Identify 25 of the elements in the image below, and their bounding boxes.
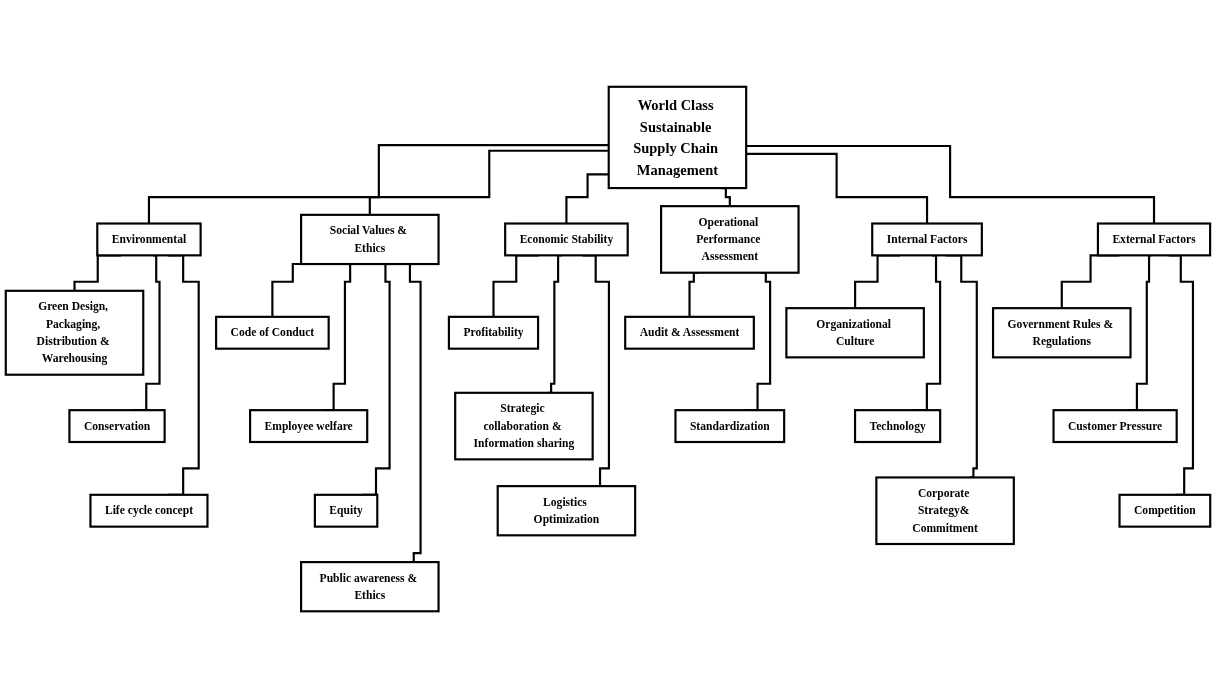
node-box: World Class Sustainable Supply Chain Management: [607, 85, 748, 190]
node-box: Code of Conduct: [215, 315, 330, 350]
node-box: Green Design, Packaging, Distribution & Warehousing: [4, 289, 145, 376]
node-box: Strategic collaboration & Information sharing: [454, 391, 594, 461]
node-box: Competition: [1118, 493, 1212, 528]
node-box: Conservation: [68, 409, 166, 444]
node-box: Customer Pressure: [1052, 409, 1178, 444]
node-box: Corporate Strategy& Commitment: [875, 476, 1015, 546]
node-box: External Factors: [1096, 222, 1212, 257]
node-box: Life cycle concept: [89, 493, 209, 528]
node-box: Profitability: [447, 315, 540, 350]
node-box: Social Values & Ethics: [300, 213, 440, 266]
node-box: Logistics Optimization: [496, 485, 637, 537]
node-box: Standardization: [674, 409, 786, 444]
node-box: Government Rules & Regulations: [991, 307, 1132, 359]
node-box: Public awareness & Ethics: [300, 560, 440, 613]
node-box: Audit & Assessment: [624, 315, 755, 350]
node-box: Operational Performance Assessment: [660, 205, 800, 274]
node-box: Equity: [313, 493, 379, 528]
node-box: Employee welfare: [249, 409, 369, 444]
node-box: Technology: [853, 409, 942, 444]
node-box: Organizational Culture: [785, 307, 925, 359]
node-box: Economic Stability: [504, 222, 629, 257]
node-box: Environmental: [96, 222, 202, 257]
node-box: Internal Factors: [871, 222, 983, 257]
